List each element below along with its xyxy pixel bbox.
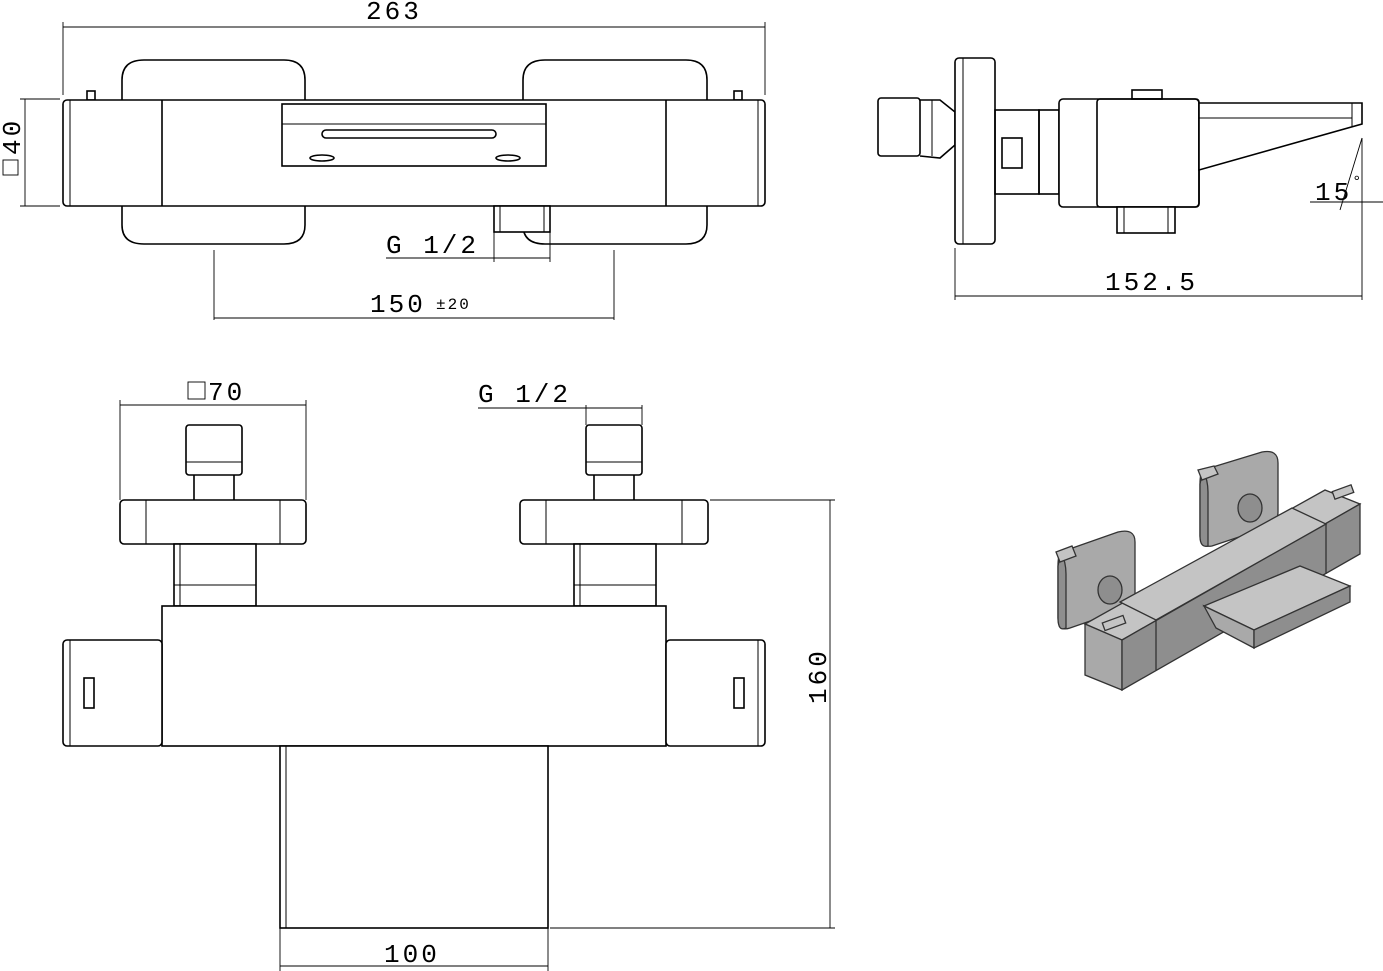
dim-spout-width: 100: [384, 940, 440, 970]
dim-spout-angle: 15: [1315, 178, 1352, 208]
bracket-top-left: [121, 59, 306, 100]
front-left-indicator: [83, 677, 95, 709]
front-right-nut: [585, 424, 643, 476]
front-right-connector: [573, 543, 657, 607]
side-outlet: [1116, 206, 1176, 234]
side-view: 15 ° 152.5: [877, 57, 1383, 300]
degree-symbol: °: [1352, 173, 1364, 191]
dim-inlet-tolerance: ±20: [436, 296, 471, 314]
dim-inlet-spacing: 150: [370, 290, 426, 320]
front-spout: [279, 745, 549, 929]
front-right-indicator: [733, 677, 745, 709]
dim-height: 160: [804, 648, 834, 704]
top-view: 263 40 G 1/2: [0, 0, 766, 320]
bracket-top-right: [522, 59, 708, 100]
front-left-connector: [173, 543, 257, 607]
side-body: [1058, 98, 1200, 208]
side-spout: [1198, 102, 1363, 172]
front-right-handle: [665, 639, 766, 747]
front-body: [161, 605, 667, 747]
top-outlet-fitting: [493, 205, 551, 233]
dim-projection: 152.5: [1105, 268, 1198, 298]
dim-thread-top: G 1/2: [386, 231, 479, 261]
side-inlet-nut: [877, 97, 921, 157]
front-view: 70 G 1/2: [62, 378, 835, 971]
dim-body-square: 40: [0, 118, 28, 155]
isometric-view: [1055, 450, 1362, 692]
square-symbol-icon-2: [187, 381, 206, 400]
front-left-nut: [185, 424, 243, 476]
bracket-bottom-left: [121, 205, 306, 245]
front-left-handle: [62, 639, 163, 747]
square-symbol-icon: [2, 159, 19, 176]
spout-outlet-top: [281, 103, 547, 167]
top-body: [62, 99, 766, 207]
dim-flange-square: 70: [208, 378, 245, 408]
dim-overall-width: 263: [366, 0, 422, 27]
front-right-flange: [519, 499, 709, 545]
front-left-flange: [119, 499, 307, 545]
side-flange: [954, 57, 996, 245]
dim-thread-front: G 1/2: [478, 380, 571, 410]
